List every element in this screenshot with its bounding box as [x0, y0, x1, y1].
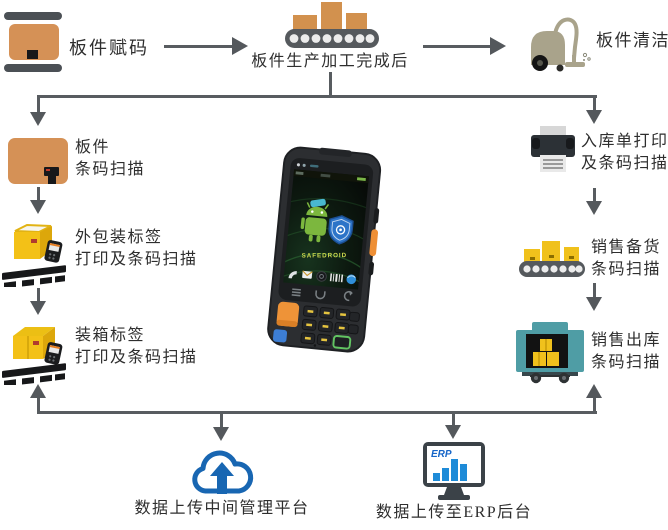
right-step-2-label: 销售备货 条码扫描 [591, 239, 662, 278]
production-conveyor-icon [285, 2, 379, 48]
bottom-horizontal-line [37, 411, 597, 414]
open-box-pallet-scanner-icon [2, 223, 66, 287]
cleaning-label: 板件清洁 [596, 31, 668, 50]
cloud-upload-icon [192, 450, 254, 494]
menu-key-icon [291, 288, 301, 297]
home-key-icon [315, 290, 326, 300]
pda-keypad [272, 301, 360, 350]
fn-key [272, 329, 288, 343]
right-arrow-2-head [586, 297, 602, 311]
branch-right-drop [593, 95, 596, 111]
branch-horizontal-line [37, 95, 597, 98]
erp-monitor-icon: ERP [423, 442, 485, 500]
right-arrow-2-line [593, 283, 596, 298]
pda-soft-keys [291, 288, 353, 302]
conveyor-boxes-icon [519, 241, 585, 277]
pda-device-image: SAFEDROID [267, 146, 382, 353]
security-shield-icon [328, 215, 354, 245]
bottom-left-up-arrowhead [30, 384, 46, 398]
panel-barcode-scan-icon [8, 138, 68, 184]
pda-side-scan-trigger [369, 229, 379, 257]
right-step-1-label: 入库单打印 及条码扫描 [581, 133, 668, 172]
pda-app-dock [288, 270, 357, 285]
printer-icon [531, 126, 575, 172]
left-arrow-1-line [37, 187, 40, 201]
closed-box-pallet-scanner-icon [2, 327, 66, 385]
production-label: 板件生产加工完成后 [251, 53, 409, 70]
right-arrow-1-head [586, 201, 602, 215]
right-step-3-label: 销售出库 条码扫描 [591, 332, 662, 371]
vacuum-cleaner-icon [531, 17, 591, 72]
barcode-app-icon [329, 273, 344, 283]
panel-coding-label: 板件赋码 [69, 38, 149, 58]
back-key-icon [343, 290, 353, 302]
branch-left-drop [37, 95, 40, 113]
bottom-right-up-line [593, 398, 596, 412]
branch-right-arrowhead [586, 110, 602, 124]
pda-sensor-icon [296, 163, 300, 167]
enter-key [332, 335, 352, 350]
arrow-top-2-line [423, 45, 490, 48]
pda-side-button [373, 208, 380, 224]
left-step-1-label: 板件 条码扫描 [75, 139, 146, 178]
arrow-top-1-line [164, 45, 232, 48]
erp-drop-line [452, 413, 455, 426]
left-step-3-label: 装箱标签 打印及条码扫描 [75, 327, 198, 366]
phone-icon [288, 271, 297, 279]
left-arrow-2-head [30, 301, 46, 315]
left-arrow-1-head [30, 200, 46, 214]
left-step-2-label: 外包装标签 打印及条码扫描 [75, 229, 198, 268]
cloud-drop-arrowhead [213, 427, 229, 441]
pda-device: SAFEDROID [261, 140, 387, 361]
arrow-top-2-head [490, 37, 506, 55]
left-arrow-2-line [37, 288, 40, 302]
bottom-right-up-arrowhead [586, 384, 602, 398]
cloud-drop-line [220, 413, 223, 428]
delivery-truck-icon [516, 322, 584, 384]
right-arrow-1-line [593, 188, 596, 202]
pda-brand-text: SAFEDROID [302, 252, 348, 259]
branch-left-arrowhead [30, 112, 46, 126]
arrow-top-1-head [232, 37, 248, 55]
branch-down-line [329, 72, 332, 96]
erp-drop-arrowhead [445, 425, 461, 439]
cloud-upload-label: 数据上传中间管理平台 [134, 500, 310, 517]
camera-icon [316, 271, 327, 282]
erp-screen-text: ERP [431, 449, 452, 460]
panel-coding-icon [4, 12, 62, 72]
android-robot-icon [300, 198, 330, 243]
erp-upload-label: 数据上传至ERP后台 [375, 504, 533, 521]
bottom-left-up-line [37, 398, 40, 412]
